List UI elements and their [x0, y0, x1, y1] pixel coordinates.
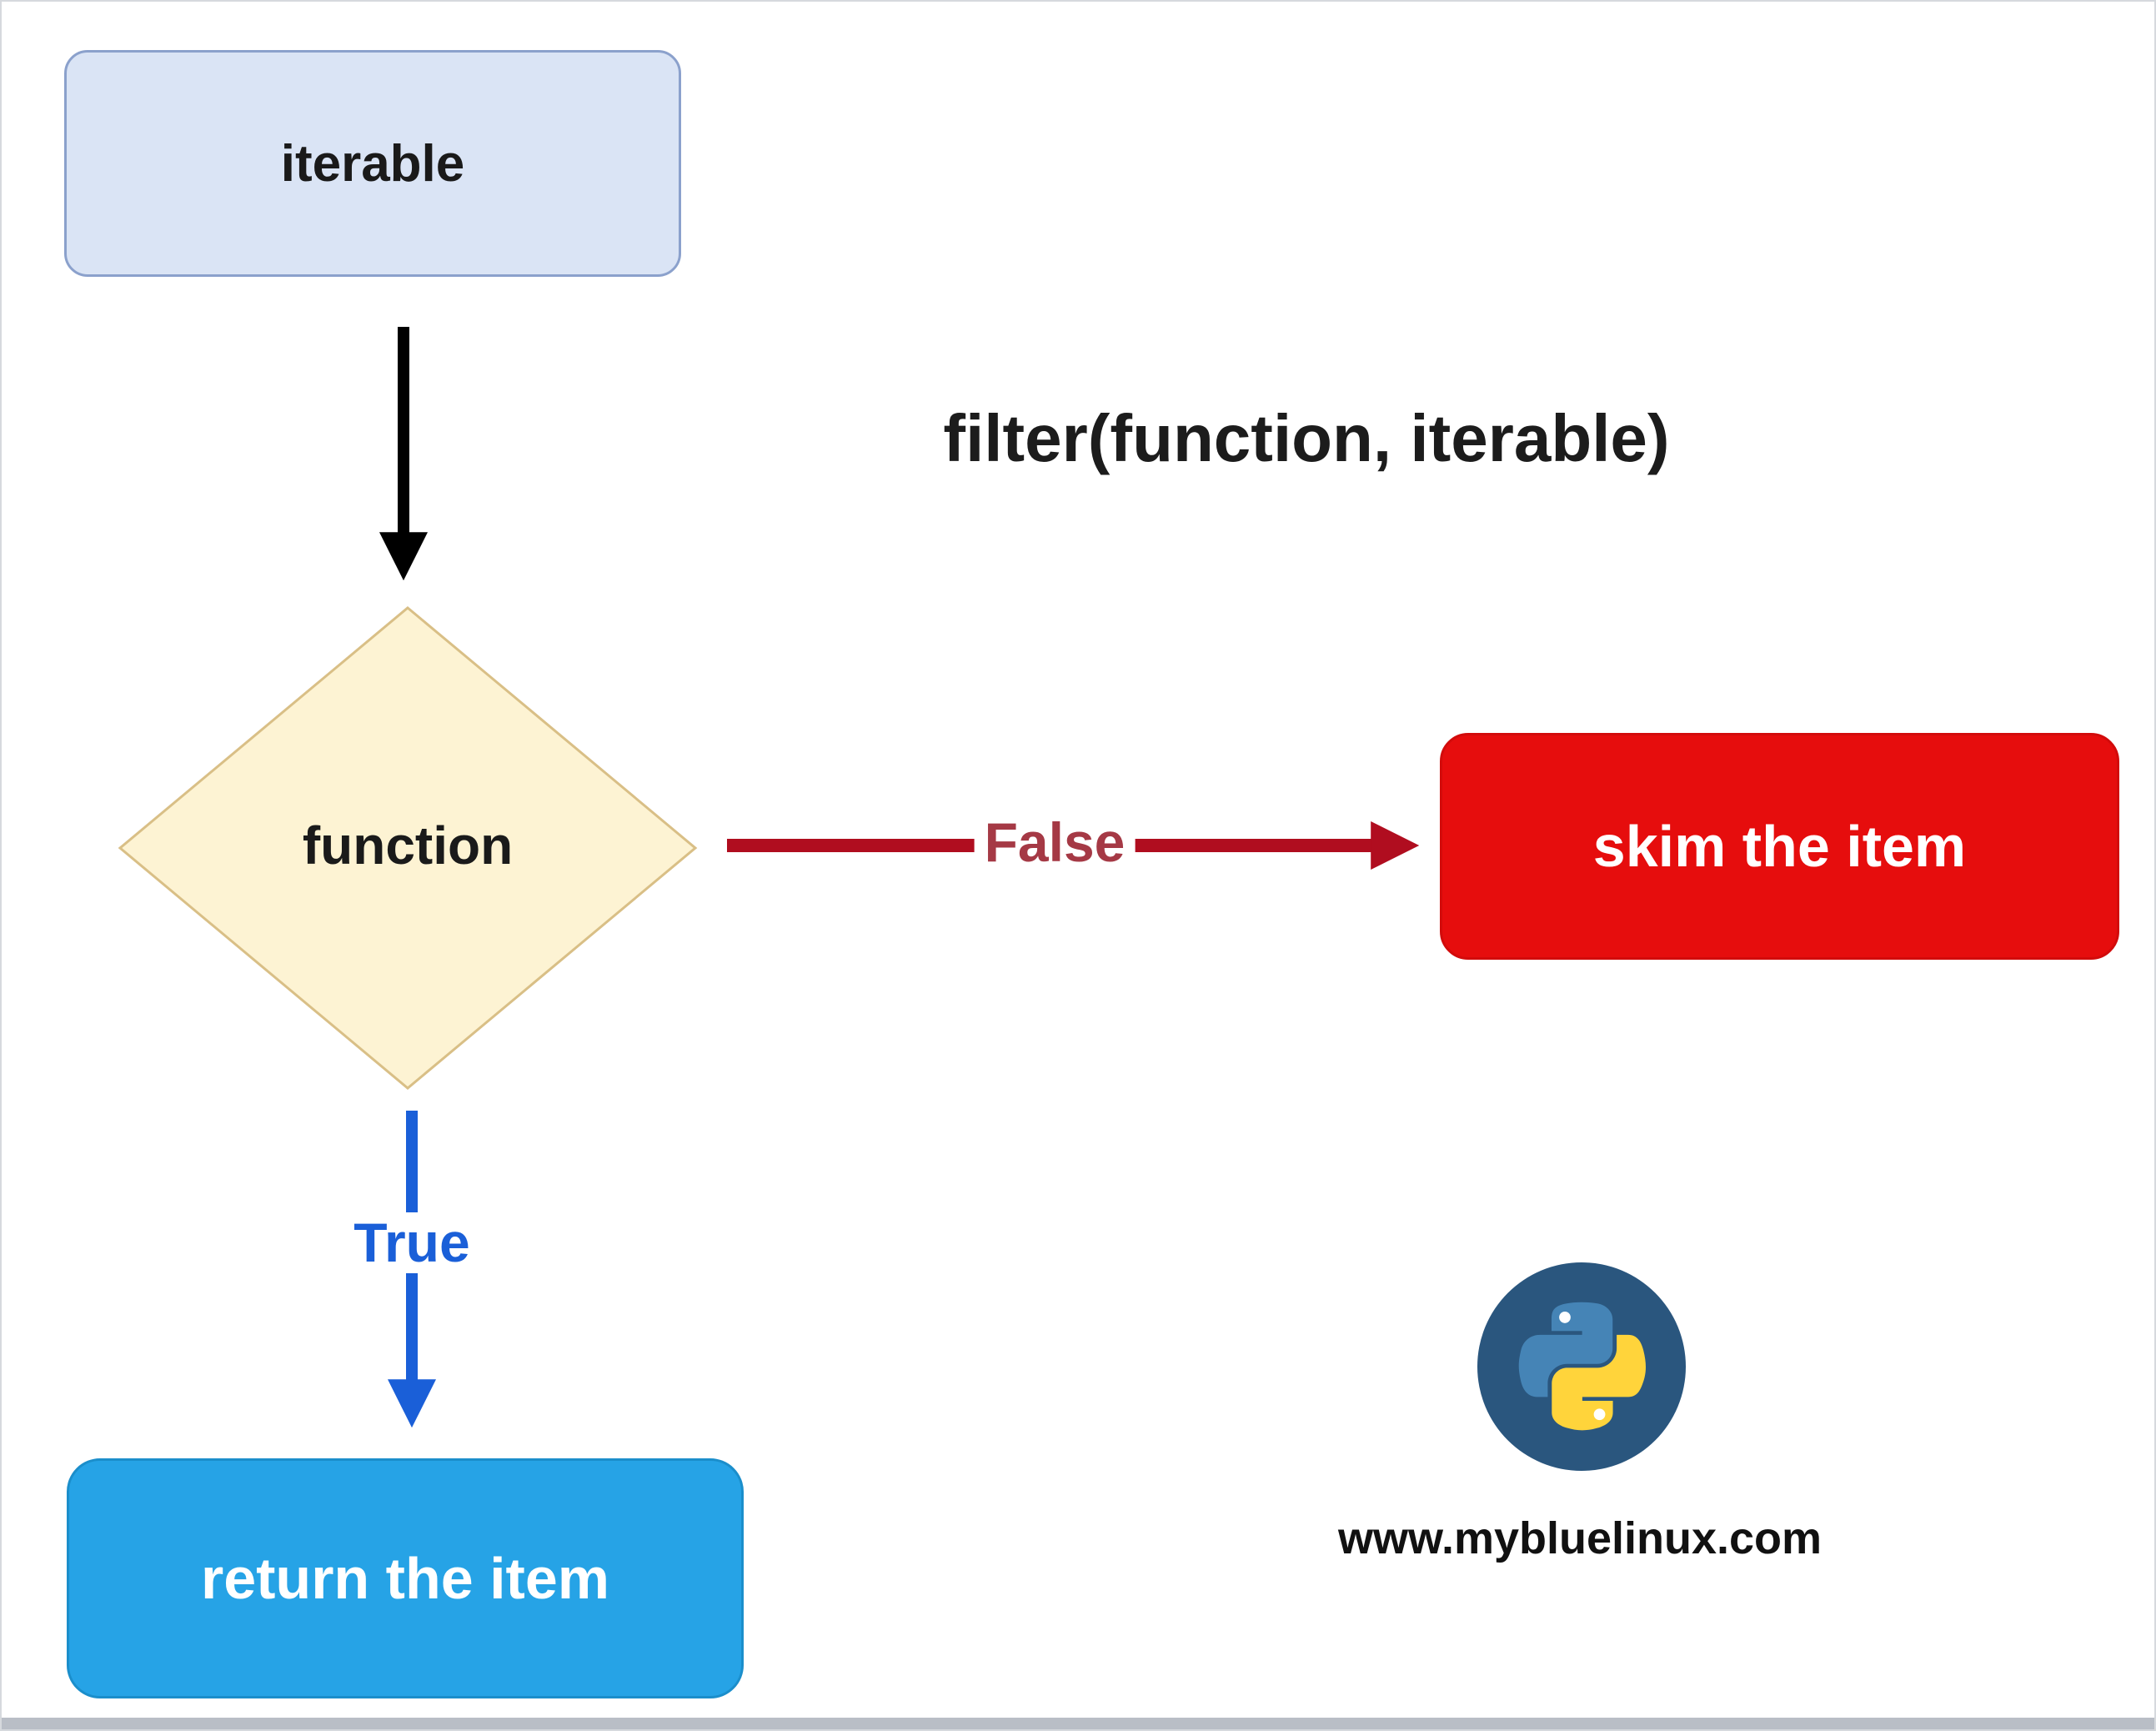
node-function-label: function — [302, 815, 514, 876]
website-label: www.mybluelinux.com — [1337, 1513, 1823, 1563]
node-return-the-item: return the item — [67, 1458, 744, 1698]
diagram-title: filter(function, iterable) — [943, 401, 1670, 475]
python-eye-bottom — [1593, 1408, 1606, 1421]
python-logo-icon — [1477, 1262, 1686, 1471]
edge-label-true: True — [343, 1212, 480, 1273]
node-iterable-label: iterable — [280, 134, 465, 193]
node-return-label: return the item — [200, 1546, 610, 1611]
python-snakes — [1518, 1302, 1646, 1431]
node-skim-label: skim the item — [1592, 814, 1967, 879]
bottom-edge-strip — [2, 1718, 2154, 1729]
python-eye-top — [1559, 1312, 1571, 1323]
python-logo-circle — [1477, 1262, 1686, 1471]
node-skim-the-item: skim the item — [1440, 733, 2119, 960]
node-iterable: iterable — [64, 50, 681, 277]
edge-label-false: False — [974, 812, 1136, 873]
